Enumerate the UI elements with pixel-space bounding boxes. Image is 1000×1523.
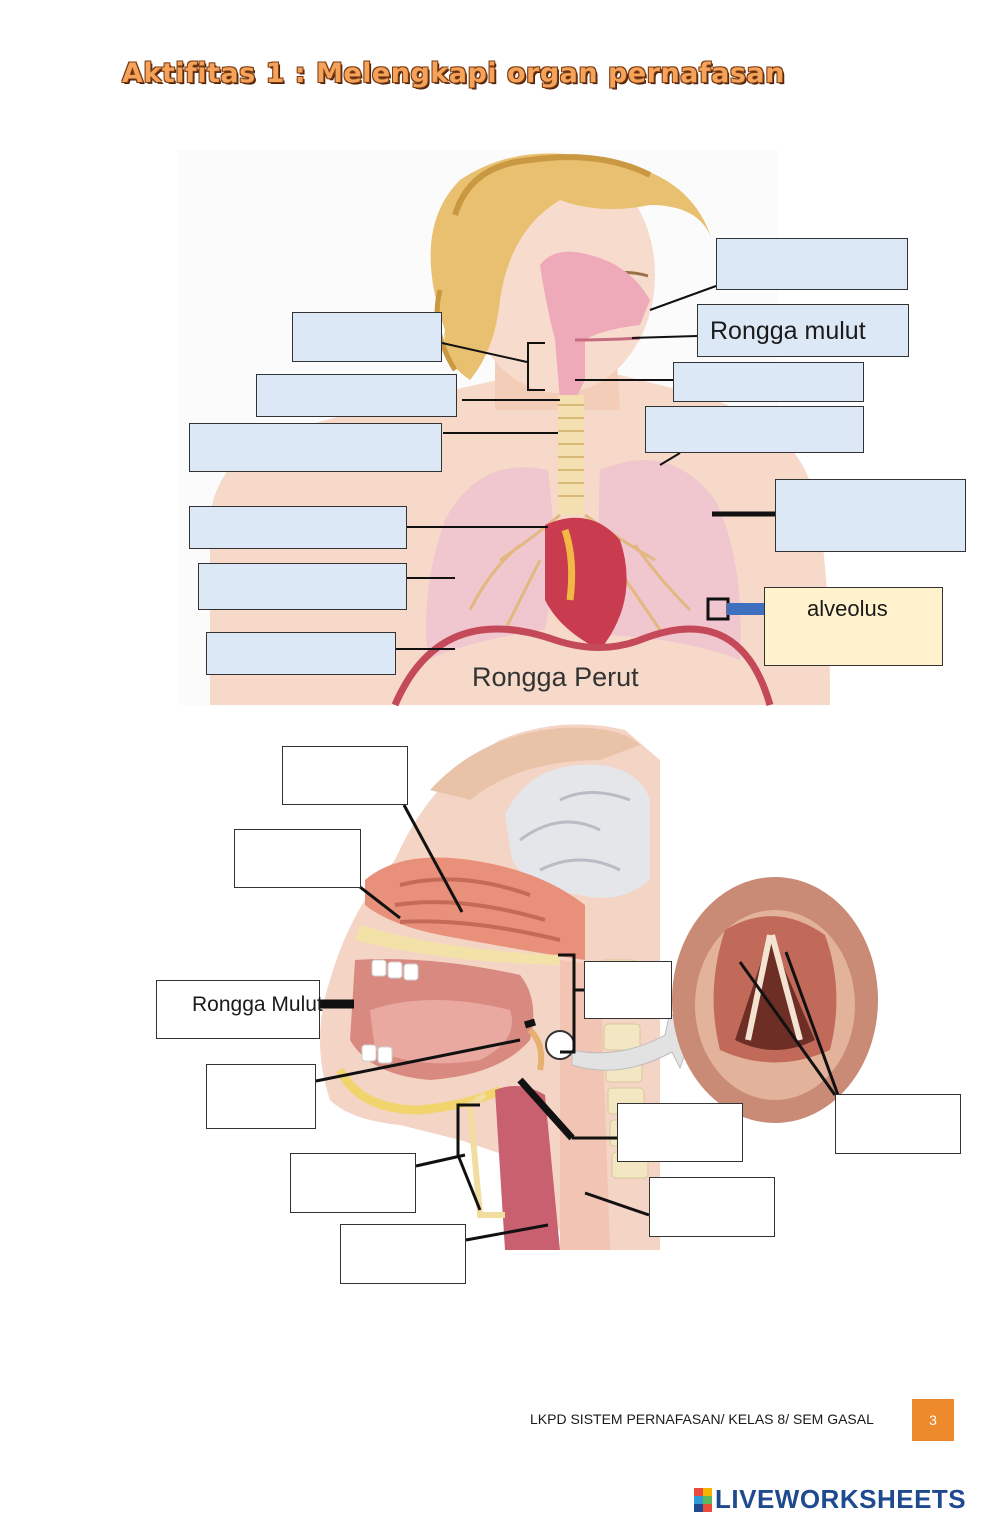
footer-text: LKPD SISTEM PERNAFASAN/ KELAS 8/ SEM GAS… xyxy=(530,1411,874,1427)
answer-box-6[interactable] xyxy=(189,423,442,472)
answer-box-8[interactable] xyxy=(189,506,407,549)
answer-box-16[interactable] xyxy=(617,1103,743,1162)
answer-box-17[interactable] xyxy=(290,1153,416,1213)
page-number-badge: 3 xyxy=(912,1399,954,1441)
head-pointer-lines xyxy=(315,804,840,1242)
answer-box-15[interactable] xyxy=(835,1094,961,1154)
rongga-mulut-label-2: Rongga Mulut xyxy=(192,993,323,1016)
answer-box-11[interactable] xyxy=(282,746,408,805)
answer-box-5[interactable] xyxy=(645,406,864,453)
rongga-perut-label: Rongga Perut xyxy=(472,662,639,692)
brand-name: LIVEWORKSHEETS xyxy=(715,1484,967,1514)
alveolus-label: alveolus xyxy=(807,596,888,621)
rongga-mulut-box: Rongga mulut xyxy=(697,304,909,357)
answer-box-18[interactable] xyxy=(649,1177,775,1237)
alveolus-box: alveolus xyxy=(764,587,943,666)
answer-box-13[interactable] xyxy=(584,961,672,1019)
answer-box-12[interactable] xyxy=(234,829,361,888)
vocal-cord-illustration xyxy=(672,877,878,1123)
head-section-illustration xyxy=(320,724,691,1250)
liveworksheets-logo-icon xyxy=(694,1487,712,1512)
answer-box-3[interactable] xyxy=(673,362,864,402)
answer-box-10[interactable] xyxy=(206,632,396,675)
page-title: Aktifitas 1 : Melengkapi organ pernafasa… xyxy=(122,58,785,89)
answer-box-4[interactable] xyxy=(256,374,457,417)
answer-box-1[interactable] xyxy=(716,238,908,290)
answer-box-19[interactable] xyxy=(340,1224,466,1284)
answer-box-7[interactable] xyxy=(775,479,966,552)
torso-pointer-lines xyxy=(396,285,717,650)
answer-box-14[interactable] xyxy=(206,1064,316,1129)
brand-logo: LIVEWORKSHEETS xyxy=(694,1484,966,1515)
rongga-mulut-box-2: Rongga Mulut xyxy=(156,980,323,1039)
rongga-mulut-label: Rongga mulut xyxy=(710,317,866,345)
answer-box-2[interactable] xyxy=(292,312,442,362)
answer-box-9[interactable] xyxy=(198,563,407,610)
